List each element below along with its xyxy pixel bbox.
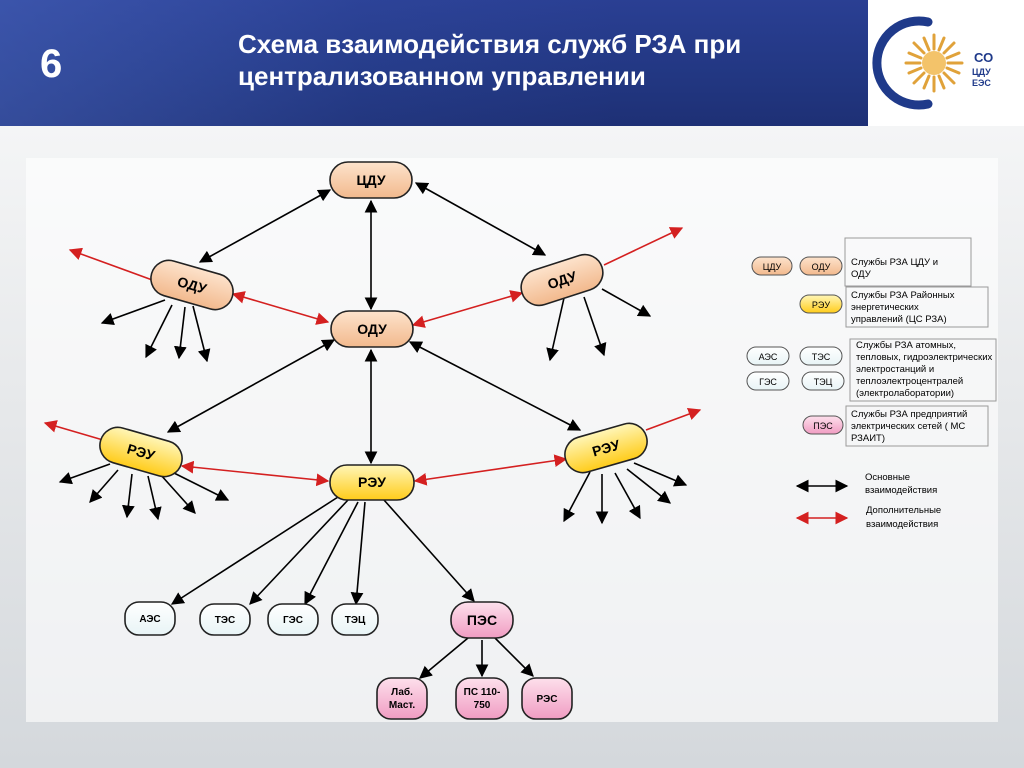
legend-ges-chip: ГЭС	[759, 377, 777, 387]
node-lab: Лаб. Маст.	[376, 677, 428, 720]
node-res-label: РЭС	[536, 694, 557, 705]
legend-plants-text-3: электростанций и	[856, 364, 934, 375]
node-odu-left-label: ОДУ	[176, 273, 209, 297]
legend-tec-chip: ТЭЦ	[814, 377, 833, 387]
arrow-cdu-odu-right	[414, 182, 547, 256]
node-odu-center-label: ОДУ	[357, 321, 387, 337]
slide-title-line2: централизованном управлении	[238, 61, 646, 91]
logo-arc-icon	[872, 16, 933, 110]
logo-text-3: ЕЭС	[972, 78, 991, 88]
node-reu-left-label: РЭУ	[125, 440, 157, 463]
so-cdu-ees-logo: СО ЦДУ ЕЭС	[872, 16, 993, 110]
legend-extra-text-1: Дополнительные	[866, 505, 941, 516]
main-connections	[58, 182, 688, 679]
node-odu-right: ОДУ	[520, 253, 604, 307]
node-ps: ПС 110- 750	[455, 677, 509, 720]
node-reu-center-label: РЭУ	[358, 474, 386, 490]
sun-icon	[904, 33, 964, 93]
legend-aes-chip: АЭС	[759, 352, 778, 362]
node-lab-label-line1: Лаб.	[391, 686, 413, 698]
slide-title: Схема взаимодействия служб РЗА при центр…	[238, 28, 838, 92]
node-ps-label-line2: 750	[474, 700, 491, 711]
legend: ЦДУ ОДУ Службы РЗА ЦДУ и ОДУ РЭУ Службы …	[746, 237, 997, 530]
node-reu-center: РЭУ	[329, 464, 415, 501]
node-ges-label: ГЭС	[283, 615, 303, 626]
header-bar	[0, 0, 1024, 126]
legend-plants-text-4: теплоэлектроцентралей	[856, 376, 963, 387]
logo-text-1: СО	[974, 50, 993, 65]
legend-main-text-2: взаимодействия	[865, 485, 937, 496]
legend-cdu-chip: ЦДУ	[763, 262, 782, 272]
arrow-odu-reu-right	[408, 341, 582, 431]
slide-number: 6	[40, 42, 63, 86]
additional-connections	[43, 227, 702, 487]
arrow-cdu-odu-left	[198, 189, 332, 263]
logo-text-2: ЦДУ	[972, 67, 991, 77]
node-lab-label-line2: Маст.	[389, 700, 416, 711]
node-reu-left: РЭУ	[99, 426, 183, 478]
legend-extra-text-2: взаимодействия	[866, 519, 938, 530]
legend-plants-text-5: (электролаборатории)	[856, 388, 954, 399]
legend-pes-chip: ПЭС	[813, 421, 833, 431]
legend-pes-text-1: Службы РЗА предприятий	[851, 409, 967, 420]
node-pes: ПЭС	[450, 601, 514, 639]
node-tec-label: ТЭЦ	[345, 615, 366, 626]
legend-pes-text-2: электрических сетей ( МС	[851, 421, 965, 432]
slide-title-line1: Схема взаимодействия служб РЗА при	[238, 29, 742, 59]
logo-area: СО ЦДУ ЕЭС	[868, 0, 1024, 126]
legend-reu-chip: РЭУ	[812, 300, 830, 310]
legend-reu-text-2: энергетических	[851, 302, 919, 313]
legend-reu-text-3: управлений (ЦС РЗА)	[851, 314, 947, 325]
legend-cdu-odu-text-2: ОДУ	[851, 269, 872, 280]
legend-odu-chip: ОДУ	[812, 262, 831, 272]
node-pes-label: ПЭС	[467, 612, 497, 628]
arrow-odu-reu-left	[166, 339, 336, 433]
legend-plants-text-1: Службы РЗА атомных,	[856, 340, 956, 351]
node-cdu-label: ЦДУ	[356, 172, 385, 188]
node-cdu: ЦДУ	[329, 161, 413, 199]
node-aes: АЭС	[124, 601, 176, 636]
header-highlight	[0, 0, 1024, 126]
node-odu-left: ОДУ	[150, 259, 234, 311]
node-ps-label-line1: ПС 110-	[464, 687, 501, 698]
node-odu-center: ОДУ	[330, 310, 414, 348]
node-reu-right: РЭУ	[564, 422, 648, 474]
legend-pes-text-3: РЗАИТ)	[851, 433, 885, 444]
node-reu-right-label: РЭУ	[590, 436, 622, 459]
legend-reu-text-1: Службы РЗА Районных	[851, 290, 955, 301]
node-res: РЭС	[521, 677, 573, 720]
legend-tes-chip: ТЭС	[812, 352, 831, 362]
legend-main-text-1: Основные	[865, 472, 910, 483]
node-tes: ТЭС	[199, 603, 251, 636]
legend-plants-text-2: тепловых, гидроэлектрических	[856, 352, 993, 363]
node-ges: ГЭС	[267, 603, 319, 636]
node-tec: ТЭЦ	[331, 603, 379, 636]
node-aes-label: АЭС	[139, 614, 160, 625]
node-tes-label: ТЭС	[215, 615, 235, 626]
legend-cdu-odu-text-1: Службы РЗА ЦДУ и	[851, 257, 938, 268]
